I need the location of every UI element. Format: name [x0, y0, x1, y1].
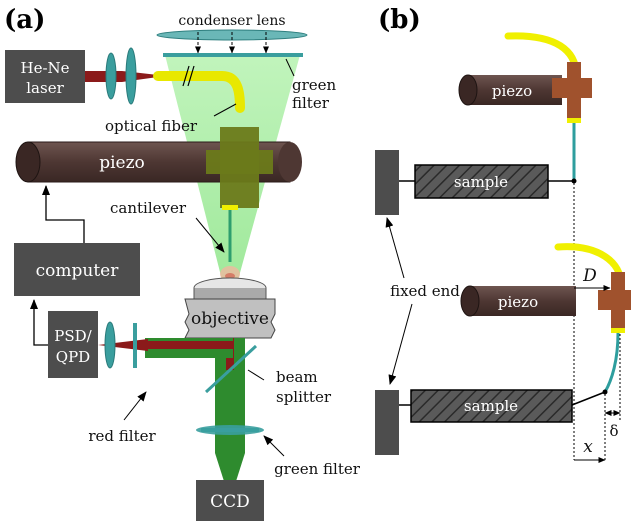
top-green-filter-label-1: green — [292, 76, 337, 94]
psd-label-2: QPD — [56, 348, 90, 366]
piezo-label: piezo — [99, 153, 145, 173]
optical-fiber — [153, 71, 245, 113]
top-green-filter-leader — [285, 58, 295, 77]
D-label: D — [582, 266, 597, 286]
laser-lens-2 — [125, 47, 137, 105]
psd-lens — [104, 321, 116, 369]
computer-label: computer — [36, 261, 120, 281]
beam-splitter — [204, 344, 258, 394]
top-sample — [414, 164, 549, 199]
top-contact-dot — [571, 178, 577, 184]
top-holder-tip — [567, 118, 581, 123]
psd-to-computer-wire — [30, 299, 48, 346]
red-filter-arrow — [123, 391, 147, 421]
top-piezo-body — [468, 75, 562, 105]
computer-box — [14, 243, 140, 296]
bottom-fixed-block — [375, 390, 399, 455]
bottom-piezo-cap — [460, 285, 480, 317]
bottom-piezo-body — [470, 286, 576, 316]
fixed-end-arrow-bottom — [388, 303, 413, 385]
objective-body — [184, 298, 276, 339]
optical-fiber-label: optical fiber — [105, 117, 198, 135]
bottom-filter-arrow — [263, 435, 285, 457]
bottom-contact-dot — [602, 389, 608, 395]
bottom-green-filter-label: green filter — [274, 460, 361, 478]
bottom-cantilever — [603, 332, 620, 393]
laser-lens-1 — [105, 52, 117, 100]
cantilever-arrow — [195, 217, 225, 253]
fixed-end-arrow-top — [385, 217, 405, 279]
cantilever-label: cantilever — [110, 199, 187, 217]
fiber-break-1 — [182, 65, 190, 87]
bottom-piezo-label: piezo — [498, 293, 538, 311]
red-filter — [133, 323, 137, 368]
condenser-lens-label: condenser lens — [178, 13, 285, 29]
delta-label: δ — [609, 422, 618, 440]
top-sample-label: sample — [454, 173, 508, 191]
beam-splitter-label-2: splitter — [276, 388, 332, 406]
piezo-cap — [15, 141, 41, 183]
optical-fiber-leader — [213, 103, 237, 117]
bottom-sample-link — [571, 391, 606, 406]
piezo-end — [278, 142, 302, 182]
red-filter-label: red filter — [88, 427, 156, 445]
red-beam-horizontal — [145, 341, 234, 349]
fiber-break-2 — [187, 65, 195, 87]
top-holder-horizontal — [552, 78, 592, 98]
top-piezo-cap — [458, 74, 478, 106]
top-piezo-label: piezo — [492, 82, 532, 100]
bottom-holder-tip — [611, 328, 625, 333]
panel-a: (a) condenser lens green filter He-Ne la… — [4, 5, 361, 521]
bottom-sample — [410, 389, 573, 423]
holder-yellow-tip — [222, 205, 238, 210]
psd-box — [48, 311, 98, 378]
bottom-holder-horizontal — [598, 290, 631, 310]
top-fiber-yellow — [504, 32, 580, 82]
laser-label-1: He-Ne — [20, 59, 69, 77]
green-beam-focus — [215, 453, 245, 497]
light-spot-core — [225, 273, 235, 279]
top-green-filter-label-2: filter — [292, 94, 330, 112]
beam-splitter-label-1: beam — [276, 368, 318, 386]
ccd-box — [196, 480, 264, 521]
ccd-label: CCD — [210, 492, 250, 512]
bottom-lens — [196, 425, 264, 435]
fixed-end-label: fixed end — [390, 282, 460, 300]
computer-to-piezo-wire — [42, 185, 85, 243]
x-label: x — [583, 437, 593, 457]
panel-b-label: (b) — [378, 5, 421, 35]
laser-beam — [85, 71, 158, 82]
laser-label-2: laser — [26, 79, 64, 97]
psd-label-1: PSD/ — [54, 327, 92, 345]
top-fixed-block — [375, 150, 399, 215]
objective-label: objective — [191, 309, 269, 329]
beam-splitter-leader — [247, 369, 265, 381]
bottom-sample-label: sample — [464, 397, 518, 415]
holder-horizontal — [206, 150, 273, 174]
panel-b: (b) piezo sample fixed end piezo — [375, 5, 631, 463]
laser-box — [5, 50, 85, 103]
panel-a-label: (a) — [4, 5, 45, 35]
top-green-filter — [163, 53, 303, 57]
